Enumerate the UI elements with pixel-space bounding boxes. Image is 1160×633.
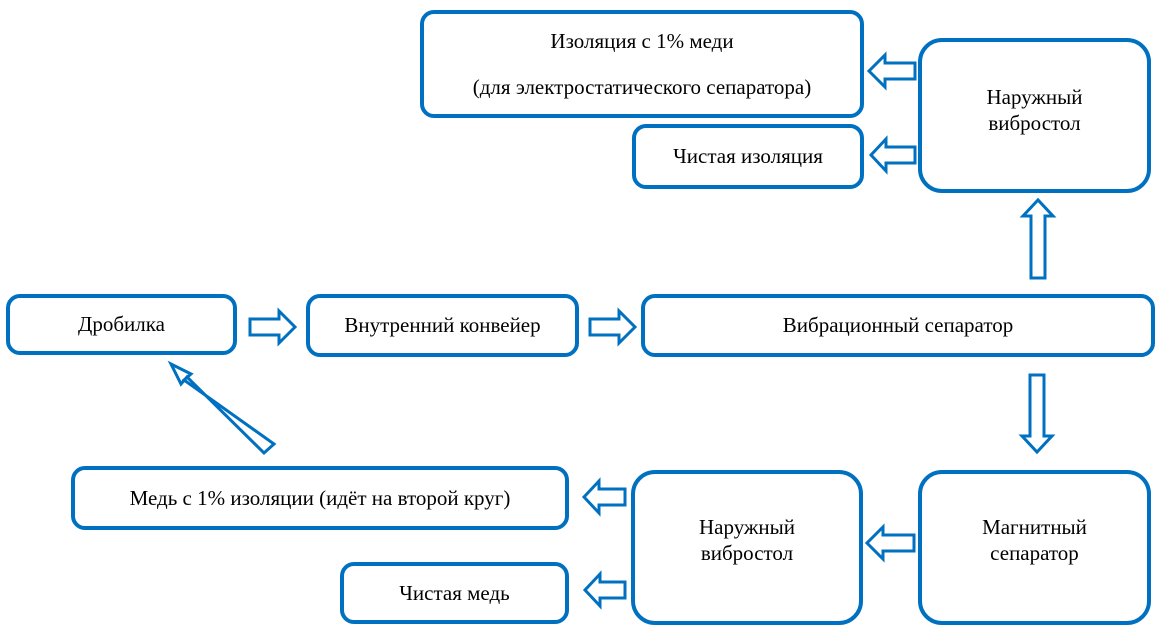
node-clean-insulation: Чистая изоляция (632, 124, 864, 189)
arrow-conveyor-to-vibration-separator (588, 307, 638, 347)
node-outer-vibrotable-bottom: Наружный вибростол (631, 470, 863, 625)
arrow-vibration-separator-to-top-vibrotable (1019, 197, 1057, 280)
node-crusher: Дробилка (6, 294, 237, 355)
arrow-return-to-crusher (167, 360, 277, 456)
node-outer-vibrotable-top: Наружный вибростол (918, 38, 1151, 193)
node-label-line-1: Изоляция с 1% меди (550, 28, 734, 53)
arrow-crusher-to-conveyor (248, 307, 298, 347)
node-magnetic-separator: Магнитный сепаратор (918, 470, 1151, 625)
node-label: Вибрационный сепаратор (782, 313, 1014, 338)
arrow-top-vibrotable-to-clean-insulation (868, 135, 917, 175)
node-label: Медь с 1% изоляции (идёт на второй круг) (129, 485, 511, 510)
node-inner-conveyor: Внутренний конвейер (306, 294, 579, 357)
node-label-line-2: вибростол (988, 111, 1081, 136)
arrow-magnetic-to-bottom-vibrotable (864, 523, 916, 563)
arrow-top-vibrotable-to-insulation-with-copper (866, 51, 917, 91)
arrow-vibration-separator-to-magnetic-separator (1018, 373, 1056, 455)
node-label-line-2: вибростол (700, 541, 794, 566)
node-label-line-2: (для электростатического сепаратора) (472, 75, 812, 99)
node-label: Чистая изоляция (673, 144, 823, 169)
node-label: Дробилка (78, 312, 165, 337)
node-label-line-1: Наружный (986, 85, 1083, 109)
node-label-line-1: Магнитный (982, 515, 1087, 539)
node-copper-with-insulation: Медь с 1% изоляции (идёт на второй круг) (71, 466, 569, 530)
node-clean-copper: Чистая медь (340, 562, 569, 624)
node-insulation-with-copper: Изоляция с 1% меди (для электростатическ… (420, 10, 864, 118)
node-label: Внутренний конвейер (344, 313, 541, 338)
node-label-line-1: Наружный (698, 515, 796, 539)
node-label-line-2: сепаратор (990, 541, 1079, 566)
arrow-bottom-vibrotable-to-clean-copper (582, 570, 627, 610)
node-label: Чистая медь (399, 580, 510, 605)
arrow-bottom-vibrotable-to-copper-with-insulation (581, 477, 627, 517)
node-vibration-separator: Вибрационный сепаратор (641, 294, 1155, 357)
